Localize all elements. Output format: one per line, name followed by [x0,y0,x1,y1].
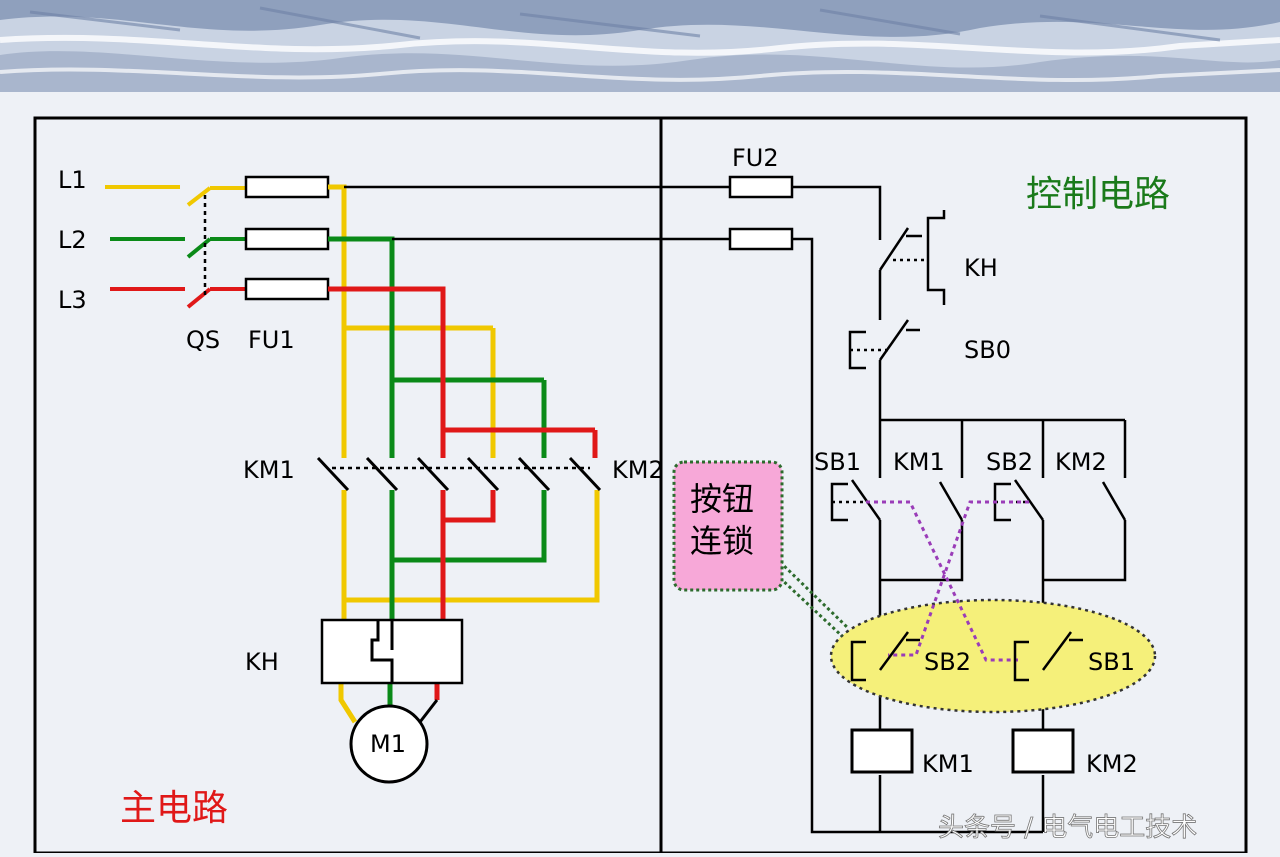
fu1-fuses [244,175,330,301]
label-l3: L3 [58,286,87,314]
callout-line2: 连锁 [690,522,754,560]
title-main-circuit: 主电路 [120,788,228,829]
label-l2: L2 [58,226,87,254]
label-sb2-top: SB2 [986,448,1033,476]
main-contacts [316,456,602,492]
label-fu1: FU1 [248,326,295,354]
supply-lines [105,185,246,309]
fu2-fuses [728,175,794,251]
label-km1-top: KM1 [893,448,945,476]
label-fu2: FU2 [732,144,779,172]
sb2-start-button [993,479,1045,522]
control-wiring [344,185,1127,834]
thermal-relay-kh [320,618,464,685]
header-band [0,0,1280,92]
label-qs: QS [186,326,220,354]
label-sb1-top: SB1 [814,448,861,476]
title-control-circuit: 控制电路 [1026,174,1170,215]
label-kh-main: KH [245,648,279,676]
label-km1-coil: KM1 [922,750,974,778]
label-sb0: SB0 [964,336,1011,364]
label-m1: M1 [370,730,406,758]
main-circuit-frame [33,116,663,855]
interlock-highlight [829,598,1157,714]
km2-aux-contact [1101,481,1127,521]
km1-coil [850,728,914,774]
km1-aux-contact [938,481,964,521]
label-sb1-bottom: SB1 [1088,648,1135,676]
interlock-callout [672,460,850,638]
interlock-links [866,500,1029,662]
kh-nc-contact [878,210,946,305]
interlock-contacts [850,631,1083,682]
label-kh-ctrl: KH [964,254,998,282]
motor-m1 [349,704,429,784]
sb1-start-button [830,479,882,522]
phase-l3-wiring [328,286,598,700]
label-km2-top: KM2 [1055,448,1107,476]
watermark: 头条号 / 电气电工技术 [938,813,1197,843]
label-km1-main: KM1 [243,456,295,484]
sb0-stop-button [848,319,920,370]
label-l1: L1 [58,166,87,194]
label-sb2-bottom: SB2 [924,648,971,676]
label-km2-main: KM2 [612,456,664,484]
label-km2-coil: KM2 [1086,750,1138,778]
km2-coil [1011,728,1075,774]
callout-line1: 按钮 [690,480,754,518]
